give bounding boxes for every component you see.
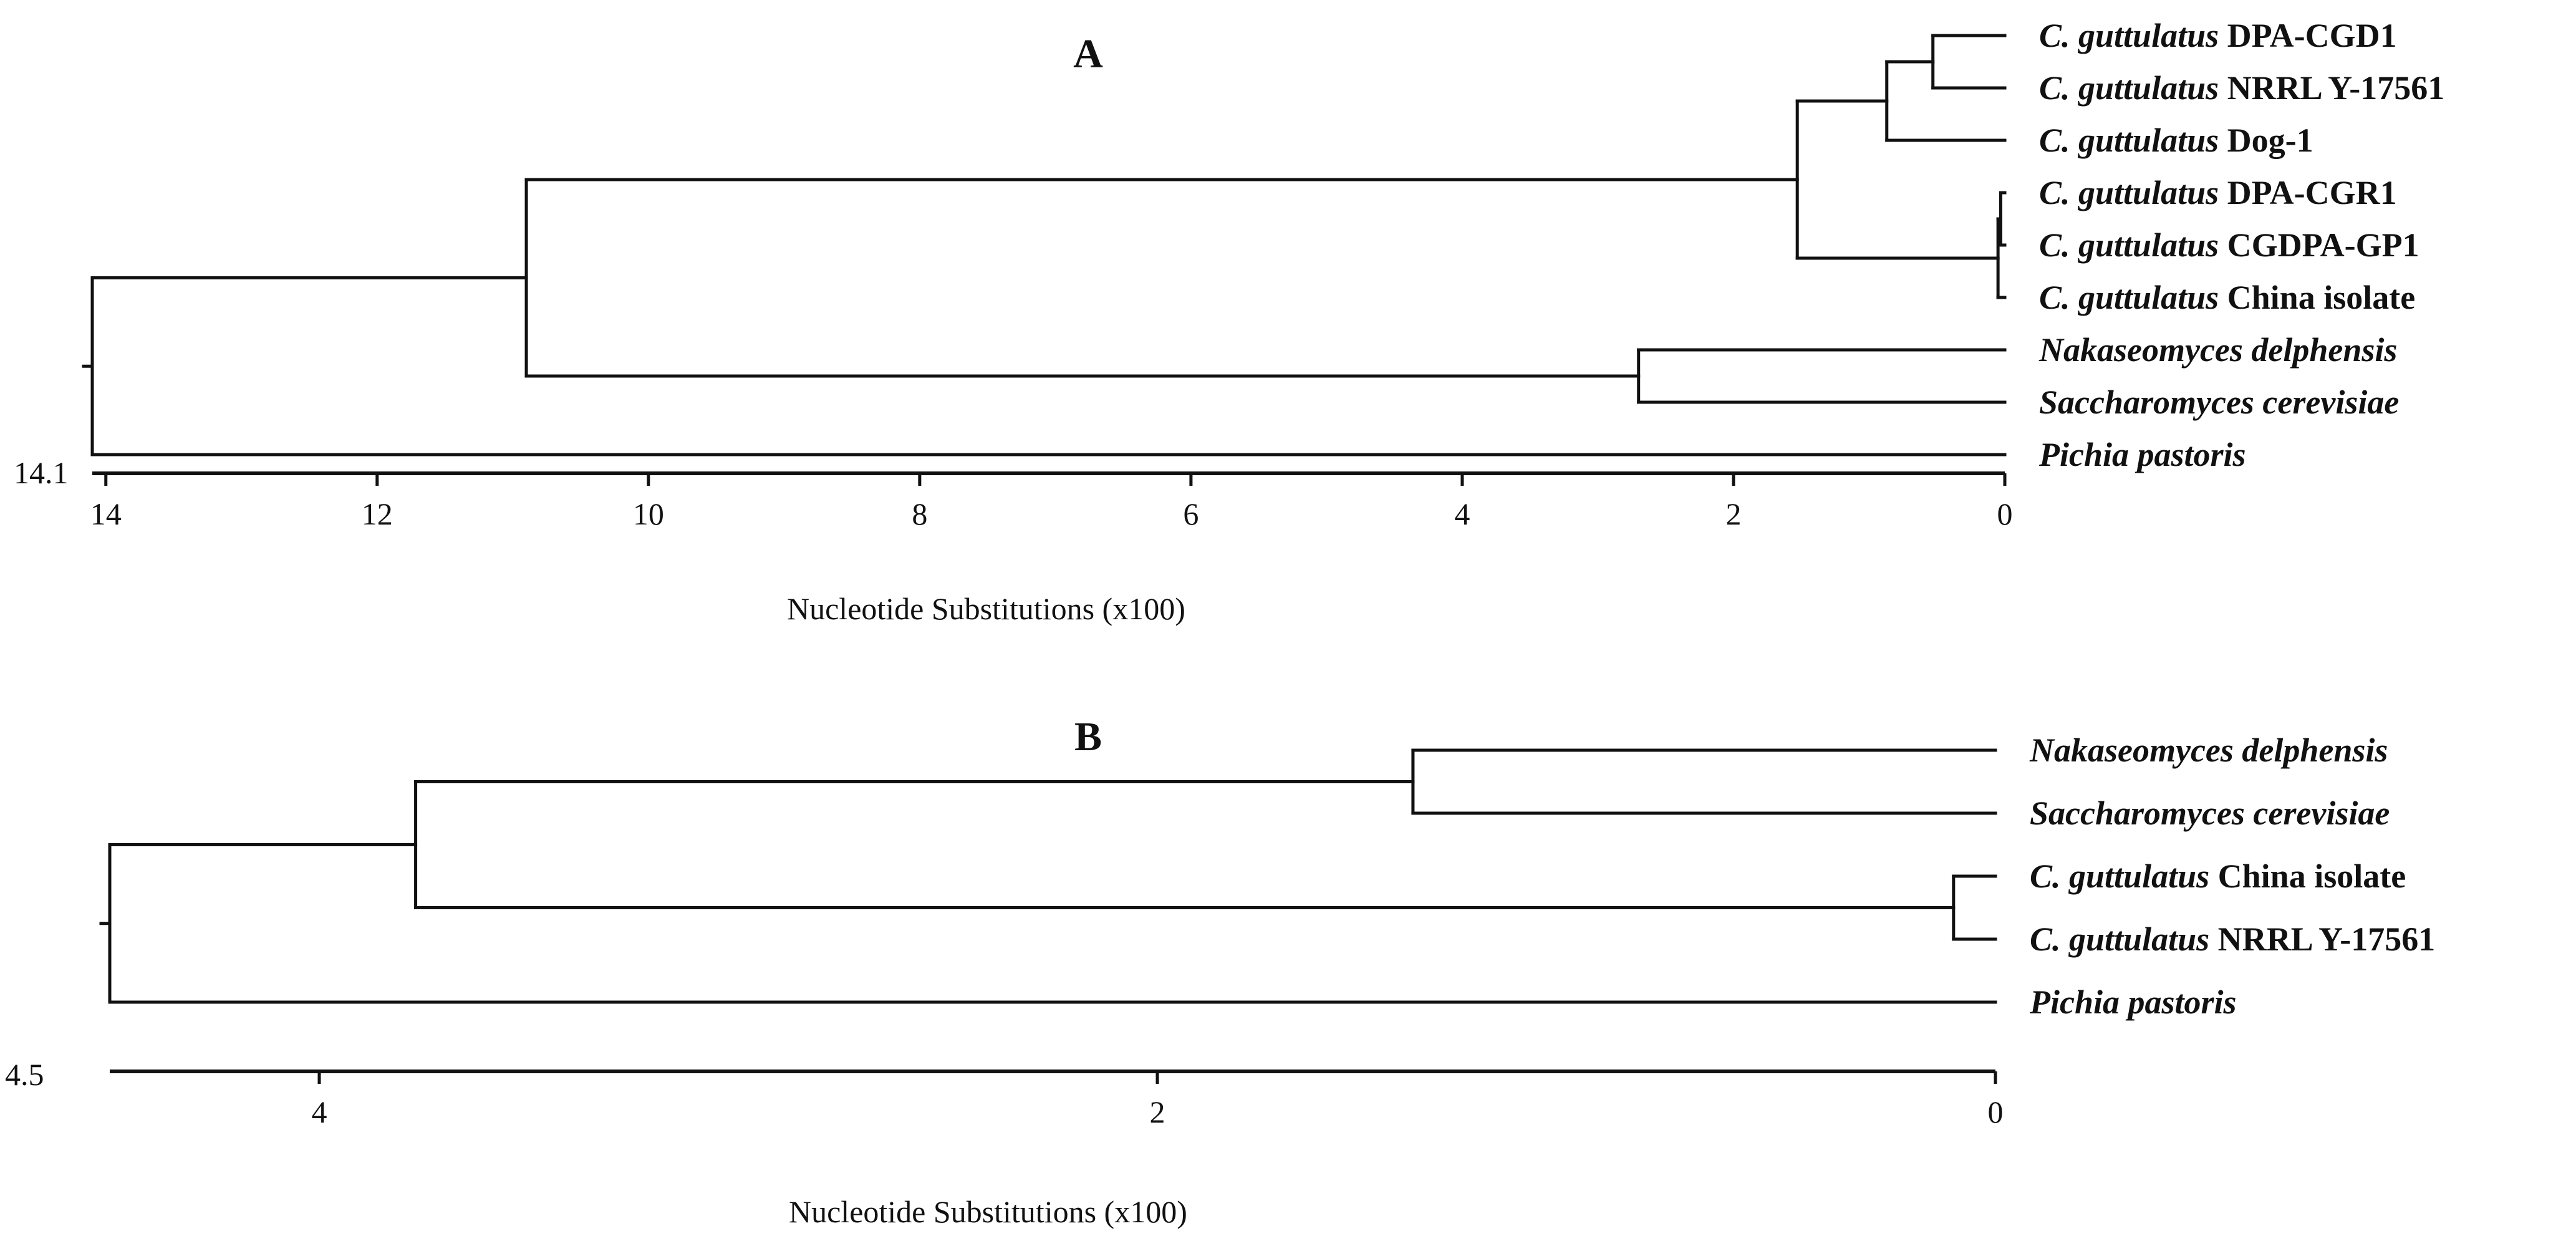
leaf-genus: C. guttulatus — [2039, 122, 2219, 159]
scale-axis-tick-label: 14 — [90, 496, 122, 531]
leaf-genus: Saccharomyces cerevisiae — [2030, 794, 2390, 832]
tree-leaf-label: C. guttulatus NRRL Y-17561 — [2030, 920, 2435, 958]
leaf-genus: C. guttulatus — [2039, 174, 2219, 211]
leaf-strain: NRRL Y-17561 — [2219, 69, 2444, 107]
leaf-strain: China isolate — [2209, 857, 2406, 895]
tree-leaf-label: C. guttulatus NRRL Y-17561 — [2039, 69, 2444, 107]
scale-axis-tick-label: 2 — [1725, 496, 1741, 531]
leaf-strain: CGDPA-GP1 — [2219, 226, 2419, 264]
leaf-genus: Pichia pastoris — [2038, 436, 2246, 473]
tree-leaf-label: Nakaseomyces delphensis — [2029, 732, 2388, 769]
tree-leaf-label: C. guttulatus China isolate — [2030, 857, 2406, 895]
leaf-genus: Saccharomyces cerevisiae — [2039, 384, 2399, 421]
panel-b-root-value: 4.5 — [5, 1057, 44, 1092]
tree-leaf-label: Pichia pastoris — [2038, 436, 2246, 473]
tree-leaf-label: C. guttulatus DPA-CGD1 — [2039, 17, 2397, 54]
panel-a-branches — [82, 34, 2007, 456]
leaf-genus: Nakaseomyces delphensis — [2029, 732, 2388, 769]
tree-leaf-label: C. guttulatus China isolate — [2039, 279, 2415, 316]
leaf-genus: C. guttulatus — [2039, 17, 2219, 54]
leaf-strain: China isolate — [2219, 279, 2415, 316]
leaf-strain: NRRL Y-17561 — [2209, 920, 2435, 958]
scale-axis-tick-label: 12 — [362, 496, 393, 531]
tree-leaf-label: Saccharomyces cerevisiae — [2039, 384, 2399, 421]
panel-b-branches — [99, 748, 1997, 1004]
leaf-genus: Pichia pastoris — [2029, 983, 2237, 1021]
leaf-genus: C. guttulatus — [2039, 69, 2219, 107]
scale-axis-tick-label: 8 — [912, 496, 927, 531]
scale-axis-tick-label: 4 — [312, 1094, 327, 1129]
leaf-genus: C. guttulatus — [2039, 279, 2219, 316]
leaf-strain: DPA-CGR1 — [2219, 174, 2396, 211]
tree-leaf-label: C. guttulatus Dog-1 — [2039, 122, 2313, 159]
panel-a-letter: A — [1073, 31, 1103, 77]
leaf-strain: Dog-1 — [2219, 122, 2313, 159]
scale-axis-tick-label: 0 — [1997, 496, 2013, 531]
panel-a-scale-axis: 14 12 10 8 6 4 2 0 — [90, 471, 2013, 531]
scale-axis-tick-label: 0 — [1988, 1094, 2004, 1129]
panel-b-letter: B — [1074, 714, 1102, 760]
tree-leaf-label: Nakaseomyces delphensis — [2038, 331, 2397, 369]
leaf-genus: C. guttulatus — [2039, 226, 2219, 264]
panel-a-root-value: 14.1 — [14, 455, 69, 490]
tree-leaf-label: Pichia pastoris — [2029, 983, 2237, 1021]
leaf-genus: Nakaseomyces delphensis — [2038, 331, 2397, 369]
tree-leaf-label: C. guttulatus DPA-CGR1 — [2039, 174, 2397, 211]
tree-leaf-label: C. guttulatus CGDPA-GP1 — [2039, 226, 2419, 264]
leaf-strain: DPA-CGD1 — [2219, 17, 2396, 54]
scale-axis-tick-label: 2 — [1150, 1094, 1165, 1129]
leaf-genus: C. guttulatus — [2030, 857, 2209, 895]
scale-axis-tick-label: 4 — [1454, 496, 1470, 531]
leaf-genus: C. guttulatus — [2030, 920, 2209, 958]
panel-b-scale-axis: 4 2 0 — [110, 1070, 2004, 1129]
panel-b-axis-title: Nucleotide Substitutions (x100) — [789, 1194, 1187, 1229]
scale-axis-tick-label: 10 — [633, 496, 664, 531]
panel-a-axis-title: Nucleotide Substitutions (x100) — [787, 591, 1185, 626]
tree-leaf-label: Saccharomyces cerevisiae — [2030, 794, 2390, 832]
scale-axis-tick-label: 6 — [1183, 496, 1199, 531]
